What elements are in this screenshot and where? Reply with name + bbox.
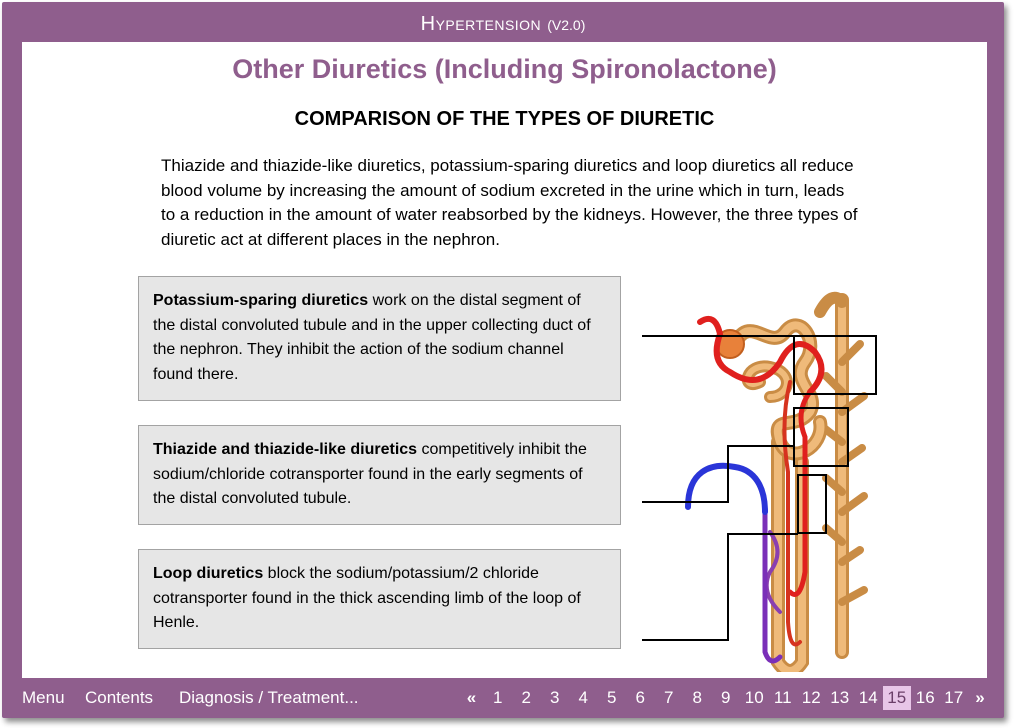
app-window: Hypertension (V2.0) Other Diuretics (Inc…	[2, 2, 1004, 718]
intro-paragraph: Thiazide and thiazide-like diuretics, po…	[161, 156, 858, 249]
pager: « 1 2 3 4 5 6 7 8 9 10 11 12 13 14 15 16…	[460, 686, 993, 710]
section-link[interactable]: Diagnosis / Treatment...	[179, 688, 359, 707]
callout-lines	[642, 335, 877, 641]
page-link[interactable]: 3	[550, 688, 560, 707]
page-link[interactable]: 11	[773, 688, 792, 707]
box-term: Loop diuretics	[153, 565, 264, 582]
collecting-duct	[814, 291, 868, 659]
box-text: block the sodium/potassium/2 chloride co…	[153, 565, 581, 631]
page-link[interactable]: 4	[578, 688, 588, 707]
blood-vessels	[685, 316, 825, 664]
page-link[interactable]: 2	[521, 688, 531, 707]
box-term: Potassium-sparing diuretics	[153, 292, 369, 309]
page-link[interactable]: 13	[830, 688, 850, 707]
page-link[interactable]: 16	[915, 688, 935, 707]
potassium-sparing-box: Potassium-sparing diuretics work on the …	[138, 276, 621, 401]
nephron-diagram	[642, 291, 877, 672]
page-link[interactable]: 8	[692, 688, 702, 707]
page-link[interactable]: 14	[858, 688, 878, 707]
next-page-button[interactable]: »	[975, 688, 985, 707]
app-title: Hypertension	[420, 13, 542, 35]
page-link[interactable]: 9	[721, 688, 731, 707]
page-link[interactable]: 10	[744, 688, 764, 707]
page-link[interactable]: 12	[801, 688, 821, 707]
content-panel: Other Diuretics (Including Spironolacton…	[22, 42, 987, 678]
app-title-bar: Hypertension (V2.0)	[2, 2, 1004, 42]
section-heading: COMPARISON OF THE TYPES OF DIURETIC	[294, 108, 715, 130]
app-version: (V2.0)	[547, 17, 586, 33]
box-text: work on the distal segment of the distal…	[153, 292, 591, 383]
prev-page-button[interactable]: «	[466, 688, 477, 707]
page-link-current[interactable]: 15	[882, 686, 911, 710]
page-link[interactable]: 6	[635, 688, 645, 707]
page-title: Other Diuretics (Including Spironolacton…	[232, 54, 777, 84]
page-link[interactable]: 5	[607, 688, 617, 707]
loop-of-henle	[771, 435, 809, 672]
page-link[interactable]: 7	[664, 688, 674, 707]
footer-nav: Menu Contents Diagnosis / Treatment... «…	[2, 678, 1004, 718]
page-link[interactable]: 17	[944, 688, 964, 707]
box-term: Thiazide and thiazide-like diuretics	[153, 441, 418, 458]
menu-link[interactable]: Menu	[22, 688, 65, 707]
contents-link[interactable]: Contents	[85, 688, 154, 707]
thiazide-box: Thiazide and thiazide-like diuretics com…	[138, 425, 621, 525]
page-link[interactable]: 1	[493, 688, 503, 707]
loop-diuretics-box: Loop diuretics block the sodium/potassiu…	[138, 549, 621, 649]
box-text: competitively inhibit the sodium/chlorid…	[153, 441, 587, 507]
